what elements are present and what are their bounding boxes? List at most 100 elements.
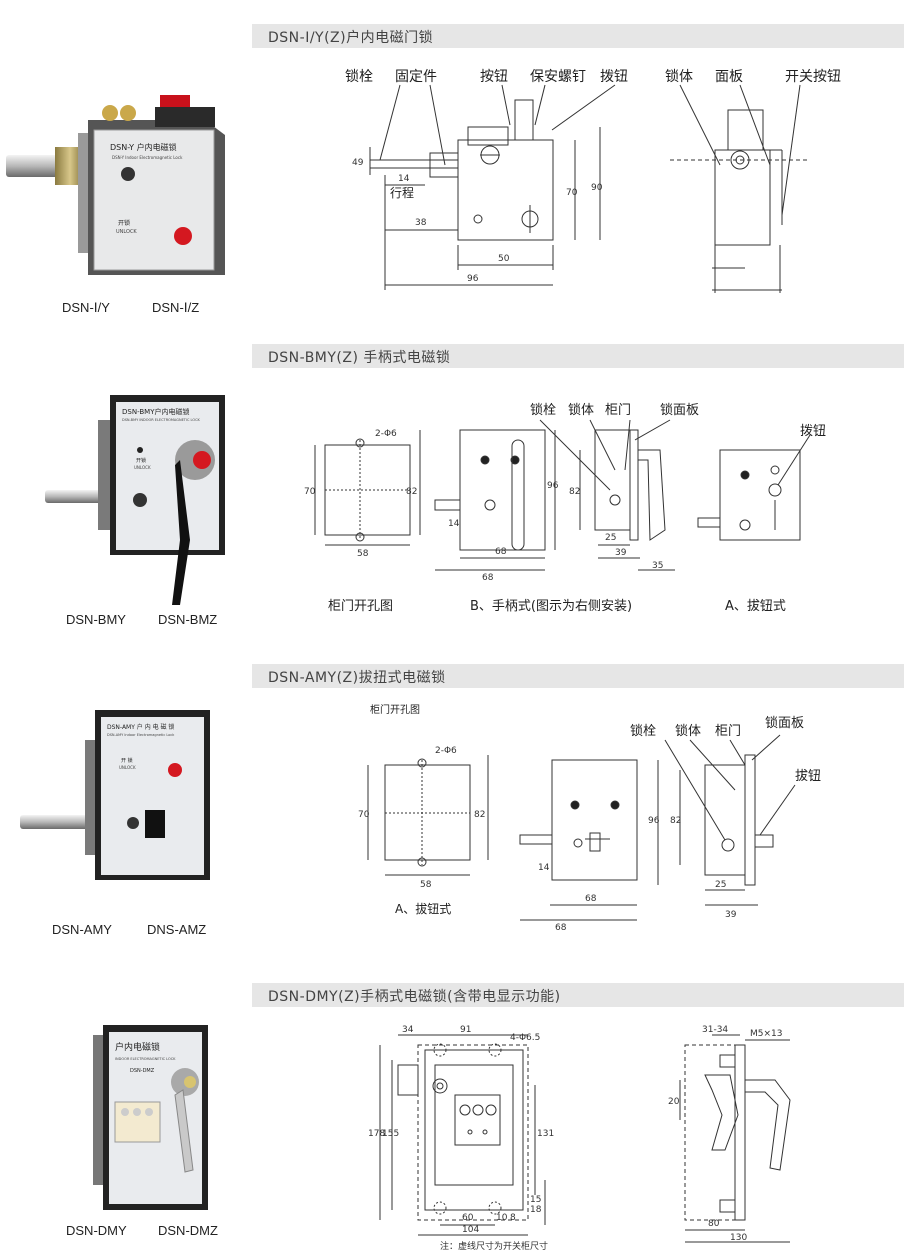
dim-82b: 82	[569, 487, 580, 497]
panel-subtitle: DSN-Y Indoor Electromagnetic Lock	[112, 155, 183, 160]
handle-icon	[174, 1089, 194, 1173]
section-dsn-dmy: DSN-DMY(Z)手柄式电磁锁(含带电显示功能) 户内电磁锁 INDOOR E…	[0, 975, 904, 1255]
label-knob: 拨钮	[800, 424, 826, 439]
dim-18: 18	[530, 1205, 542, 1215]
dim-82: 82	[406, 487, 417, 497]
dim-14: 14	[538, 863, 550, 873]
dim-20: 20	[668, 1097, 680, 1107]
dim-70: 70	[304, 487, 316, 497]
dim-178: 178	[368, 1129, 385, 1139]
bolt-spec: M5×13	[750, 1029, 782, 1039]
model-label: DSN-BMY	[66, 612, 126, 627]
drawing-dsn-bmy: 锁栓 锁体 柜门 锁面板 拨钮 柜门开孔图 B、手柄式(图示为右侧安装) A、拔…	[304, 402, 826, 614]
dim-25: 25	[605, 533, 616, 543]
dim-39: 39	[725, 910, 737, 920]
section-header: DSN-BMY(Z) 手柄式电磁锁	[252, 344, 904, 368]
section-dsn-amy: DSN-AMY(Z)拔扭式电磁锁 DSN-AMY 户 内 电 磁 锁 DSN-A…	[0, 650, 904, 975]
label-stroke: 行程	[390, 185, 414, 200]
unlock-label-en: UNLOCK	[116, 229, 137, 235]
label-body: 锁体	[665, 69, 693, 85]
dim-68a: 68	[585, 894, 597, 904]
section-header: DSN-Ⅰ/Y(Z)户内电磁门锁	[252, 24, 904, 48]
label-bolt: 锁栓	[530, 402, 556, 418]
model-label: DSN-BMZ	[158, 612, 218, 627]
dim-91: 91	[460, 1025, 471, 1035]
dim-104: 104	[462, 1225, 479, 1235]
unlock-label-cn: 开锁	[136, 457, 146, 464]
unlock-label-cn: 开锁	[118, 219, 130, 227]
label-knob: 拨钮	[600, 69, 628, 85]
dim-35: 35	[652, 561, 663, 571]
dim-58: 58	[357, 549, 369, 559]
label-knob: 拔钮	[795, 769, 821, 784]
model-label: DSN-DMY	[66, 1223, 127, 1238]
dim-68a: 68	[495, 547, 507, 557]
dim-34: 34	[402, 1025, 414, 1035]
drawing-dsn-1: 锁栓 固定件 按钮 保安螺钉 拨钮 锁体 面板 开关按钮 行程 49 14 38…	[345, 69, 841, 293]
label-fixing: 固定件	[395, 69, 437, 85]
dim-68b: 68	[482, 573, 494, 583]
label-switch-button: 开关按钮	[785, 69, 841, 85]
dim-8: 8	[510, 1213, 516, 1223]
product-photo-dsn-dmy: 户内电磁锁 INDOOR ELECTROMAGNETIC LOCK DSN-DM…	[93, 1025, 208, 1210]
dim-10: 10	[496, 1213, 508, 1223]
label-bolt: 锁栓	[630, 723, 656, 739]
model-label: DSN-Ⅰ/Z	[152, 300, 200, 315]
caption-knob-type: A、拔钮式	[725, 599, 786, 614]
drawing-dsn-amy: 柜门开孔图 锁栓 锁体 柜门 锁面板 拔钮 A、拔钮式 2-Φ6 70 82 5…	[358, 703, 821, 933]
unlock-label-cn: 开 锁	[121, 757, 133, 764]
label-door: 柜门	[715, 724, 741, 739]
label-screw: 保安螺钉	[530, 69, 586, 85]
drawing-dsn-dmy: 34 91 4-Φ6.5 178 155 131 15 18 60 10 8 1…	[368, 1025, 791, 1243]
label-button: 按钮	[480, 69, 508, 85]
dim-39: 39	[615, 548, 627, 558]
model-label: DSN-DMZ	[158, 1223, 218, 1238]
unlock-label-en: UNLOCK	[119, 765, 136, 770]
dim-15: 15	[530, 1195, 541, 1205]
caption-handle: B、手柄式(图示为右侧安装)	[470, 599, 632, 614]
dim-14: 14	[448, 519, 460, 529]
product-photo-dsn-amy: DSN-AMY 户 内 电 磁 锁 DSN-AMY Indoor Electro…	[20, 710, 210, 880]
label-door: 柜门	[605, 403, 631, 418]
live-indicator-icon	[114, 1101, 161, 1143]
panel-model: DSN-DMZ	[130, 1068, 155, 1074]
caption-cutout: 柜门开孔图	[328, 599, 393, 614]
dim-38: 38	[415, 218, 427, 228]
model-label: DNS-AMZ	[147, 922, 207, 937]
section-dsn-bmy: DSN-BMY(Z) 手柄式电磁锁 DSN-BMY户内电磁锁 DSN-BMY I…	[0, 330, 904, 650]
dim-70: 70	[358, 810, 370, 820]
panel-title: DSN-Y 户内电磁锁	[110, 142, 177, 152]
panel-title: DSN-AMY 户 内 电 磁 锁	[107, 723, 174, 731]
label-cutout-title: 柜门开孔图	[370, 703, 420, 716]
model-label: DSN-AMY	[52, 922, 112, 937]
dim-14: 14	[398, 174, 410, 184]
panel-subtitle: INDOOR ELECTROMAGNETIC LOCK	[115, 1057, 176, 1061]
section-header: DSN-AMY(Z)拔扭式电磁锁	[252, 664, 904, 688]
panel-title: 户内电磁锁	[115, 1041, 160, 1053]
dim-131: 131	[537, 1129, 554, 1139]
hole-spec: 2-Φ6	[375, 429, 397, 439]
caption-knob-type: A、拔钮式	[395, 901, 451, 916]
dim-60: 60	[462, 1213, 474, 1223]
unlock-button-icon	[168, 763, 182, 777]
section-dsn-1: DSN-Ⅰ/Y(Z)户内电磁门锁 DSN-Y 户内电磁锁 DSN-Y Indoo…	[0, 0, 904, 330]
dim-82: 82	[474, 810, 485, 820]
dim-25: 25	[715, 880, 726, 890]
dim-130: 130	[730, 1233, 747, 1243]
dim-58: 58	[420, 880, 432, 890]
label-body: 锁体	[568, 402, 594, 418]
model-label: DSN-Ⅰ/Y	[62, 300, 110, 315]
knob-icon	[193, 451, 211, 469]
dim-96: 96	[547, 481, 559, 491]
dim-90: 90	[591, 183, 603, 193]
product-photo-dsn-1: DSN-Y 户内电磁锁 DSN-Y Indoor Electromagnetic…	[6, 95, 225, 275]
dim-82b: 82	[670, 816, 681, 826]
section-header: DSN-DMY(Z)手柄式电磁锁(含带电显示功能)	[252, 983, 904, 1007]
unlock-button-icon	[174, 227, 192, 245]
unlock-label-en: UNLOCK	[134, 465, 151, 470]
label-lock-panel: 锁面板	[660, 402, 699, 418]
dim-96: 96	[467, 274, 479, 284]
label-panel: 面板	[715, 69, 743, 85]
product-photo-dsn-bmy: DSN-BMY户内电磁锁 DSN-BMY INDOOR ELECTROMAGNE…	[45, 395, 225, 605]
label-body: 锁体	[675, 723, 701, 739]
